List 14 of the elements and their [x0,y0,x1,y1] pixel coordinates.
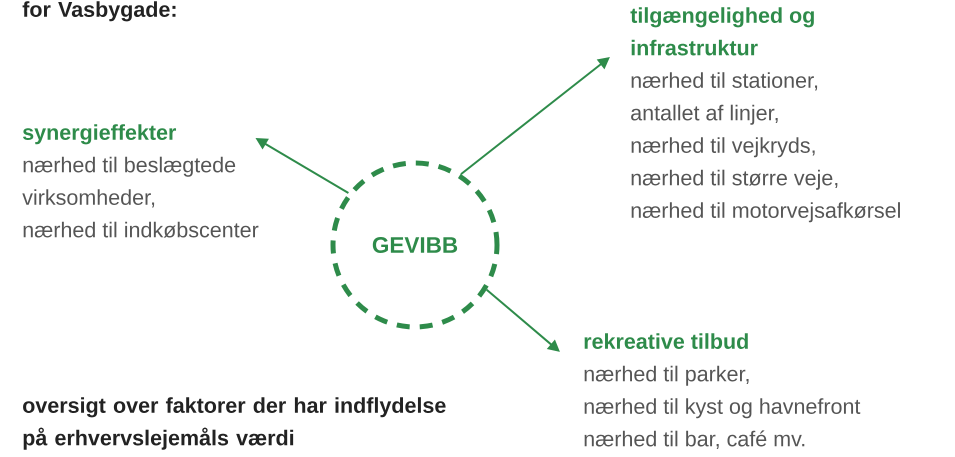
factor-description: nærhed til kyst og havnefront [584,398,860,418]
factor-description: nærhed til parker, [584,366,749,386]
factor-heading: tilgængelighed og infrastruktur [630,7,814,56]
factor-description: antallet af linjer, [631,104,778,125]
note-text: oversigt over faktorer der har indflydelse på erhvervslejemåls værdi [23,397,446,450]
factor-description: nærhed til vejkryds, [632,137,815,158]
factor-description: nærhed til bar, café mv. [584,430,804,450]
factor-description: nærhed til stationer, [632,72,818,91]
factor-heading: rekreative tilbud [584,333,748,349]
factor-heading: synergieffekter [22,124,176,144]
note-text: for Vasbygade: [22,1,176,22]
factor-description: nærhed til indkøbscenter [24,222,258,238]
factor-description: nærhed til større veje, [632,170,838,190]
factor-description: nærhed til motorvejsafkørsel [632,202,900,222]
